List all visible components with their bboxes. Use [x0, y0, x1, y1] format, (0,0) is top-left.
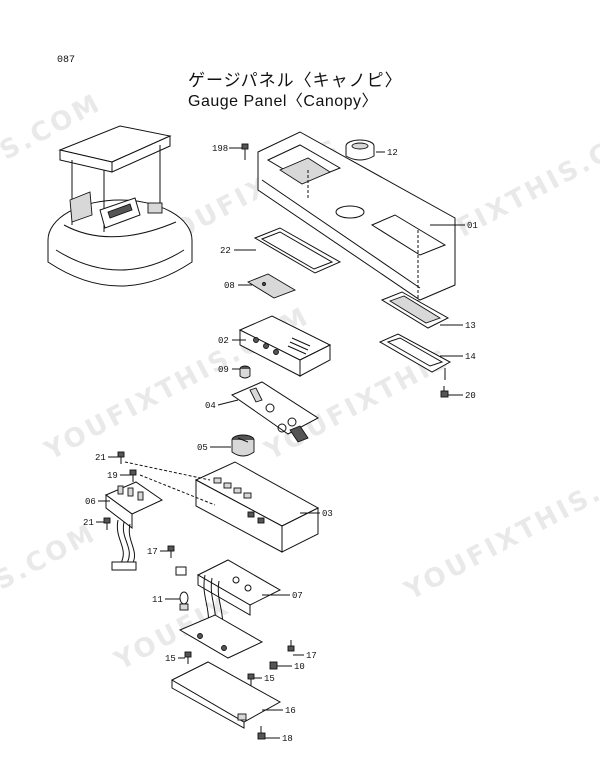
screw-set-right: [184, 640, 295, 686]
callout-05: 05: [197, 443, 208, 453]
callout-17-left: 17: [147, 547, 158, 557]
part-08-plate: [247, 273, 297, 299]
callout-19: 19: [107, 471, 118, 481]
part-03-switch-housing: [124, 461, 320, 553]
part-07-lower-board: [178, 559, 282, 659]
part-06-switch-block: [104, 481, 164, 571]
part-20-screw: [440, 386, 449, 398]
callout-13: 13: [465, 321, 476, 331]
part-16-base-plate: [170, 661, 282, 729]
callout-12: 12: [387, 148, 398, 158]
part-02-gauge-cluster: [238, 315, 332, 377]
callout-22: 22: [220, 246, 231, 256]
callout-06: 06: [85, 497, 96, 507]
screw-set-left: [103, 451, 175, 558]
callout-labels: 198 12 01 22 08 13 02 14 09 20 04 05 21 …: [83, 144, 478, 744]
part-13-seal: [380, 291, 450, 329]
callout-15-left: 15: [165, 654, 176, 664]
callout-11: 11: [152, 595, 163, 605]
callout-18: 18: [282, 734, 293, 744]
callout-17-right: 17: [306, 651, 317, 661]
callout-21-lower: 21: [83, 518, 94, 528]
callout-15-right: 15: [264, 674, 275, 684]
machine-overview-illustration: [47, 125, 193, 287]
callout-08: 08: [224, 281, 235, 291]
callout-01: 01: [467, 221, 478, 231]
callout-09: 09: [218, 365, 229, 375]
callout-02: 02: [218, 336, 229, 346]
callout-03: 03: [322, 509, 333, 519]
part-09-knob: [239, 365, 251, 379]
leader-lines: [96, 147, 465, 739]
part-198-screw: [241, 143, 249, 160]
callout-14: 14: [465, 352, 476, 362]
part-14-bracket: [378, 333, 452, 380]
part-05-switch-knob: [231, 434, 255, 457]
title-english: Gauge Panel〈Canopy〉: [188, 93, 379, 110]
part-11-lamp: [175, 566, 189, 611]
callout-10: 10: [294, 662, 305, 672]
part-22-gasket: [253, 227, 342, 274]
callout-16: 16: [285, 706, 296, 716]
part-18-screw: [257, 726, 266, 740]
callout-198: 198: [212, 144, 228, 154]
part-01-upper-cover: [257, 131, 456, 310]
part-04-circuit-board: [230, 381, 319, 443]
callout-04: 04: [205, 401, 216, 411]
part-12-grommet: [345, 139, 375, 161]
title-japanese: ゲージパネル〈キャノピ〉: [188, 71, 403, 91]
page-number: 087: [57, 55, 76, 66]
callout-20: 20: [465, 391, 476, 401]
callout-21-upper: 21: [95, 453, 106, 463]
callout-07: 07: [292, 591, 303, 601]
